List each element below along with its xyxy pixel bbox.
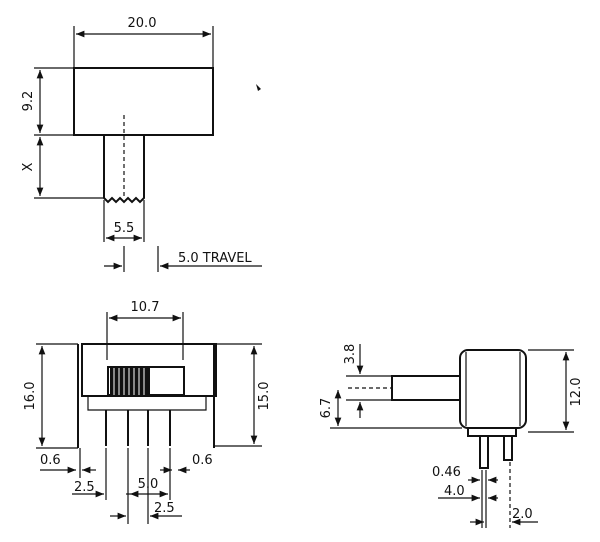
actuator-width-label: 5.5 — [114, 221, 135, 236]
top-view: 20.0 9.2 X 5.5 5.0 TRAVEL — [21, 16, 262, 272]
front-right-height-label: 15.0 — [257, 382, 272, 411]
top-view-actuator — [103, 135, 145, 204]
front-view: 10.7 16.0 — [23, 300, 272, 524]
front-pitch-outer-label: 2.5 — [74, 480, 95, 495]
knob-grip — [110, 368, 150, 395]
front-pitch-bottom-label: 2.5 — [154, 501, 175, 516]
actuator-length-label: X — [21, 162, 36, 171]
side-actuator-height-label: 3.8 — [343, 344, 358, 365]
front-base — [87, 396, 207, 411]
stray-mark — [256, 84, 261, 91]
side-pin-offset-label: 2.0 — [512, 507, 533, 522]
top-height-label: 9.2 — [21, 91, 36, 112]
front-top-width-label: 10.7 — [131, 300, 160, 315]
front-left-height-label: 16.0 — [23, 382, 38, 411]
top-view-body — [73, 67, 214, 136]
side-body-height-label: 12.0 — [569, 378, 584, 407]
top-width-label: 20.0 — [128, 16, 157, 31]
side-view-actuator — [391, 375, 461, 401]
front-pitch-center-label: 5.0 — [138, 477, 159, 492]
side-pin-spacing-label: 4.0 — [444, 484, 465, 499]
travel-label: 5.0 TRAVEL — [178, 251, 252, 266]
side-view-body — [459, 349, 527, 429]
side-pin-left — [479, 436, 489, 469]
front-pins — [105, 410, 171, 446]
front-right-gap-label: 0.6 — [192, 453, 213, 468]
side-actuator-offset-label: 6.7 — [319, 398, 334, 419]
side-base — [467, 428, 517, 437]
side-view: 3.8 6.7 12.0 0.46 4.0 2.0 — [319, 344, 584, 528]
front-left-gap-label: 0.6 — [40, 453, 61, 468]
side-pin-right — [503, 436, 513, 461]
side-pin-width-label: 0.46 — [432, 465, 461, 480]
